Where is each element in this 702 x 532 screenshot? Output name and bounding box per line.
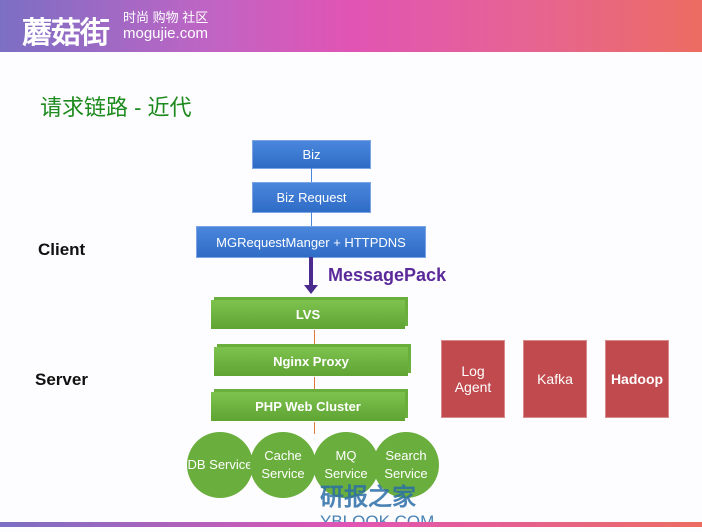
arrow <box>314 377 315 391</box>
client-label: Client <box>38 240 86 259</box>
server-label: Server <box>35 370 88 389</box>
arrow <box>314 330 315 344</box>
arrow <box>311 168 312 182</box>
lvs-box: LVS <box>211 300 405 329</box>
php-cluster-box: PHP Web Cluster <box>211 392 405 421</box>
cache-service: Cache Service <box>250 432 316 498</box>
footer-bar <box>0 522 702 527</box>
log-agent-box: Log Agent <box>441 340 505 418</box>
nginx-box: Nginx Proxy <box>214 347 408 376</box>
arrow <box>309 257 313 287</box>
biz-request-box: Biz Request <box>252 182 371 213</box>
kafka-box: Kafka <box>523 340 587 418</box>
arrow <box>314 422 315 434</box>
slogan: 时尚 购物 社区 <box>123 10 209 25</box>
slide-title: 请求链路 - 近代 <box>40 95 192 120</box>
db-service: DB Service <box>187 432 253 498</box>
mq-service: MQ Service <box>313 432 379 498</box>
arrow-head-icon <box>304 285 318 294</box>
arrow <box>311 212 312 226</box>
logo: 蘑菇街 <box>22 17 110 50</box>
protocol-label: MessagePack <box>328 265 447 285</box>
hadoop-box: Hadoop <box>605 340 669 418</box>
search-service: Search Service <box>373 432 439 498</box>
biz-box: Biz <box>252 140 371 169</box>
request-manager-box: MGRequestManger + HTTPDNS <box>196 226 426 258</box>
domain: mogujie.com <box>123 25 209 42</box>
